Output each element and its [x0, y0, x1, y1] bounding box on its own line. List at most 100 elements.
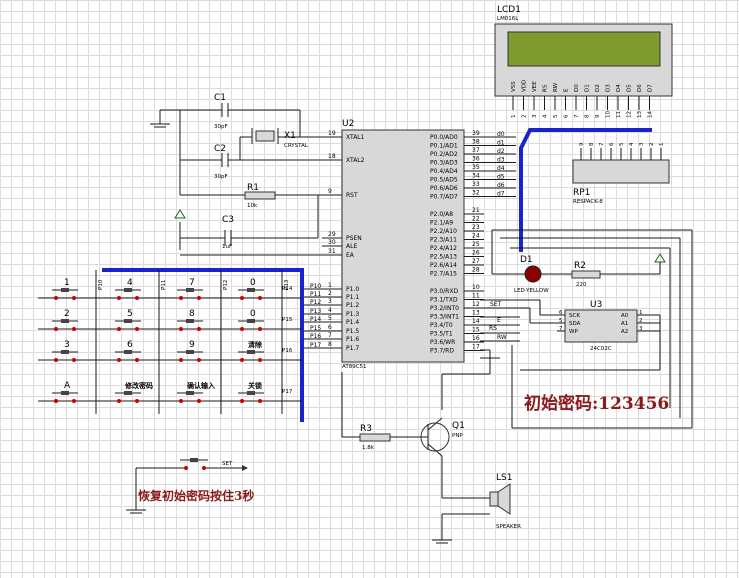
c2-ref: C2: [214, 144, 226, 154]
u2-pin-num: 12: [472, 301, 480, 308]
lcd-model: LM016L: [497, 16, 519, 22]
keypad-key[interactable]: 关锁: [238, 381, 264, 403]
keypad-key-label: 8: [189, 309, 195, 319]
keypad-key[interactable]: 0: [238, 309, 264, 331]
p3-wiring: SET E RS RW: [441, 299, 557, 410]
d1-ref: D1: [520, 255, 533, 265]
u2-pin-name: P1.7: [346, 345, 359, 352]
lcd-pins: VSS1VDD2VEE3RS4RW5E6D07D18D29D310D411D51…: [511, 80, 654, 118]
u3-pin-num: 1: [639, 310, 643, 316]
lcd-pin-num: 12: [627, 111, 633, 118]
lcd-pin-num: 10: [606, 111, 612, 118]
lcd-pin-name: D3: [606, 84, 612, 92]
u2-pin-num: 9: [328, 188, 332, 195]
lcd-pin-name: VEE: [532, 81, 538, 92]
r3-value: 1.8k: [362, 445, 375, 451]
keypad-row-label: P15: [282, 317, 293, 323]
keypad-col-label: P13: [284, 279, 290, 290]
keypad-key[interactable]: 7: [177, 278, 203, 300]
reset-note: 恢复初始密码按住3秒: [138, 488, 254, 503]
q1-ref: Q1: [452, 421, 465, 431]
rp1-ref: RP1: [573, 188, 590, 198]
keypad-key-label: 关锁: [248, 381, 262, 390]
p1-bus: [102, 268, 304, 422]
keypad-key[interactable]: 6: [115, 340, 141, 362]
keypad-key-label: 6: [127, 340, 133, 350]
u2-pin-num: 6: [328, 324, 332, 331]
keypad-key[interactable]: 清除: [238, 340, 264, 362]
keypad-key[interactable]: 3: [52, 340, 78, 362]
u2-pin-name: P2.7/A15: [430, 271, 457, 278]
u2-pin-num: 38: [472, 139, 480, 146]
u3-pin-num: 3: [639, 326, 643, 332]
keypad-key-label: 2: [64, 309, 70, 319]
u2-pin-name: P0.0/AD0: [430, 134, 458, 141]
keypad-key[interactable]: A: [52, 381, 78, 403]
u2-pin-name: P1.1: [346, 294, 359, 301]
rp1-pin-num: 2: [649, 143, 655, 147]
u2-pin-name: P3.2/INT0: [430, 305, 459, 312]
keypad-row-label: P17: [282, 389, 293, 395]
keypad-key-label: 清除: [248, 340, 263, 349]
lcd-pin-num: 3: [532, 114, 538, 118]
u3-pin-name: SDA: [569, 321, 581, 327]
lcd-pin-name: D6: [637, 84, 643, 92]
lcd-pin-num: 14: [648, 111, 654, 118]
u3-ref: U3: [590, 300, 602, 310]
u2-pin-num: 29: [328, 231, 336, 238]
u2-pin-num: 14: [472, 318, 480, 325]
u2-pin-num: 33: [472, 181, 480, 188]
u3-value: 24C02C: [590, 346, 612, 352]
keypad-key[interactable]: 5: [115, 309, 141, 331]
c1-ref: C1: [214, 93, 226, 103]
u2-pin-name: P3.3/INT1: [430, 314, 459, 321]
set-button[interactable]: [190, 458, 198, 462]
u2-pin-name: P3.1/TXD: [430, 297, 458, 304]
u2-pin-name: P3.7/RD: [430, 348, 454, 355]
r1-ref: R1: [247, 183, 259, 193]
lcd-module: LCD1 LM016L VSS1VDD2VEE3RS4RW5E6D07D18D2…: [494, 5, 673, 118]
lcd-pin-name: D7: [648, 84, 654, 92]
keypad-key[interactable]: 9: [177, 340, 203, 362]
rp1-pin-num: 9: [579, 142, 585, 146]
lcd-pin-name: VDD: [522, 80, 528, 92]
keypad-key[interactable]: 0: [238, 278, 264, 300]
lcd-pin-num: 13: [637, 111, 643, 118]
q1-value: PNP: [452, 433, 463, 439]
u2-pin-num: 35: [472, 164, 480, 171]
lcd-pin-name: D5: [627, 84, 633, 92]
keypad-key[interactable]: 8: [177, 309, 203, 331]
u2-pin-name: P1.0: [346, 286, 359, 293]
u2-pin-name: P0.5/AD5: [430, 177, 458, 184]
lcd-pin-num: 6: [564, 114, 570, 118]
rp1-pin-num: 7: [599, 142, 605, 146]
lcd-pin-name: RW: [553, 82, 559, 92]
u2-pin-num: 5: [328, 315, 332, 322]
rp1-pin-num: 1: [659, 143, 665, 147]
u2-pin-name: ALE: [346, 243, 357, 250]
u3-pin-num: 5: [559, 318, 563, 324]
u2-pin-num: 25: [472, 241, 480, 248]
net-label-p1: P12: [310, 299, 321, 306]
u2-pin-name: P2.4/A12: [430, 245, 457, 252]
keypad-key[interactable]: 确认输入: [177, 381, 215, 403]
keypad-key[interactable]: 2: [52, 309, 78, 331]
keypad-key[interactable]: 1: [52, 278, 78, 300]
u2-pin-num: 26: [472, 250, 480, 257]
keypad-key-label: 0: [250, 309, 256, 319]
rp1-pin-num: 8: [589, 142, 595, 146]
keypad-key[interactable]: 修改密码: [115, 381, 153, 403]
keypad-key[interactable]: 4: [115, 278, 141, 300]
u2-pin-num: 16: [472, 335, 480, 342]
u2-pin-num: 17: [472, 344, 480, 351]
lcd-pin-num: 8: [585, 114, 591, 118]
lcd-pin-name: D1: [585, 84, 591, 92]
u3-pin-name: A1: [621, 321, 628, 327]
u3-pin-num: 7: [559, 326, 563, 332]
u3-pin-num: 2: [639, 318, 643, 324]
lcd-pin-name: D2: [595, 84, 601, 92]
r3-ref: R3: [360, 424, 372, 434]
u2-pin-name: P1.5: [346, 328, 359, 335]
oscillator-circuit: C1 30pF C2 30pF X1 CRYSTAL R1 10k C3: [150, 93, 342, 256]
